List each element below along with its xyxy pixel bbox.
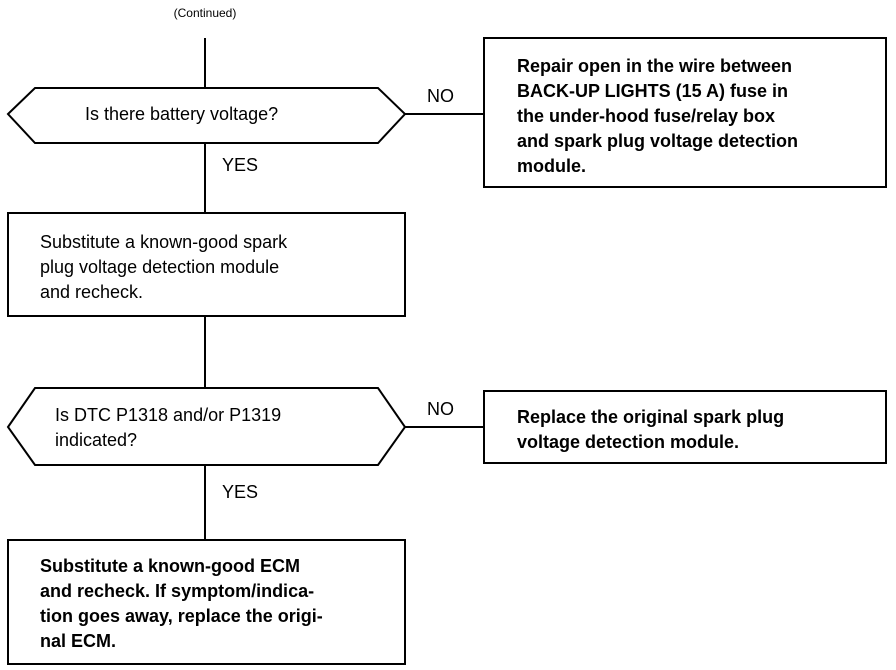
- action-text-line: Repair open in the wire between: [517, 56, 793, 76]
- edge-label-no-2: NO: [427, 399, 454, 419]
- decision-battery-voltage-text: Is there battery voltage?: [85, 102, 278, 127]
- action-text-line: nal ECM.: [40, 631, 117, 651]
- decision-battery-voltage-shape: [6, 87, 407, 144]
- action-repair-open-box: [483, 37, 887, 188]
- action-replace-module-text: Replace the original spark plug voltage …: [517, 405, 784, 455]
- action-text-line: and recheck.: [40, 282, 144, 302]
- edge-label-no-1: NO: [427, 86, 454, 106]
- action-text-line: voltage detection module.: [517, 432, 740, 452]
- action-substitute-ecm-box: [7, 539, 406, 665]
- action-text-line: Substitute a known-good ECM: [40, 556, 300, 576]
- action-repair-open-text: Repair open in the wire between BACK-UP …: [517, 54, 798, 179]
- decision-dtc-indicated-text: Is DTC P1318 and/or P1319 indicated?: [55, 403, 281, 453]
- decision-text-line: indicated?: [55, 430, 138, 450]
- action-text-line: module.: [517, 156, 587, 176]
- action-replace-module-box: [483, 390, 887, 464]
- action-text-line: BACK-UP LIGHTS (15 A) fuse in: [517, 81, 789, 101]
- action-text-line: the under-hood fuse/relay box: [517, 106, 776, 126]
- action-text-line: tion goes away, replace the origi-: [40, 606, 323, 626]
- decision-text-line: Is DTC P1318 and/or P1319: [55, 405, 282, 425]
- action-text-line: Substitute a known-good spark: [40, 232, 288, 252]
- action-substitute-ecm-text: Substitute a known-good ECM and recheck.…: [40, 554, 323, 654]
- decision-dtc-indicated-shape: [6, 387, 407, 466]
- edge-label-yes-2: YES: [222, 482, 259, 502]
- action-substitute-module-text: Substitute a known-good spark plug volta…: [40, 230, 287, 305]
- edge-label-yes-1: YES: [222, 155, 259, 175]
- action-text-line: Replace the original spark plug: [517, 407, 785, 427]
- decision-text-line: Is there battery voltage?: [85, 104, 279, 124]
- action-text-line: plug voltage detection module: [40, 257, 280, 277]
- action-text-line: and recheck. If symptom/indica-: [40, 581, 315, 601]
- action-text-line: and spark plug voltage detection: [517, 131, 799, 151]
- continued-label: (Continued): [173, 6, 237, 20]
- action-substitute-module-box: [7, 212, 406, 317]
